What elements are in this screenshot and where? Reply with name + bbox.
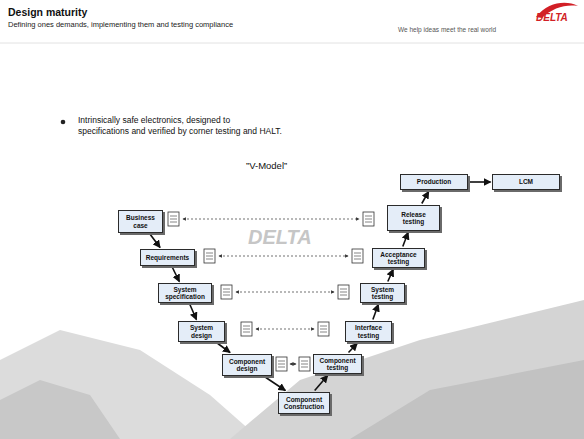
box-label: Requirements bbox=[146, 254, 189, 261]
box-label: System testing bbox=[364, 286, 401, 300]
slide-title: Design maturity bbox=[8, 6, 87, 18]
process-box: Component Construction bbox=[278, 392, 330, 414]
bullet-text: Intrinsically safe electronics, designed… bbox=[78, 115, 283, 137]
flow-arrow bbox=[373, 305, 378, 320]
process-box: System testing bbox=[360, 283, 405, 303]
box-label: System specification bbox=[162, 286, 208, 300]
slide-subtitle: Defining ones demands, implementing them… bbox=[8, 20, 233, 29]
box-label: Interface testing bbox=[349, 324, 388, 338]
box-label: Component Construction bbox=[282, 396, 326, 410]
box-label: Production bbox=[417, 178, 451, 185]
model-heading: ”V-Model” bbox=[246, 160, 287, 171]
logo-tagline: We help ideas meet the real world bbox=[398, 26, 496, 33]
flow-arrow bbox=[388, 270, 393, 282]
box-label: Acceptance testing bbox=[376, 251, 421, 265]
flow-arrow bbox=[315, 376, 328, 391]
photo-shape bbox=[0, 380, 120, 439]
watermark: DELTA bbox=[248, 226, 312, 249]
bullet-dot bbox=[61, 120, 66, 125]
process-box: Requirements bbox=[140, 249, 195, 266]
flow-arrow bbox=[422, 192, 429, 204]
box-label: LCM bbox=[519, 178, 533, 185]
flow-arrow bbox=[470, 181, 491, 183]
process-box: LCM bbox=[492, 174, 560, 190]
box-label: Component testing bbox=[317, 357, 358, 371]
process-box: System design bbox=[178, 321, 225, 342]
process-box: Acceptance testing bbox=[372, 248, 425, 268]
photo-shape bbox=[350, 360, 584, 439]
process-box: Component design bbox=[222, 354, 272, 376]
process-box: Production bbox=[400, 174, 468, 190]
process-box: Release testing bbox=[387, 205, 440, 231]
process-box: Business case bbox=[118, 210, 163, 233]
photo-shape bbox=[230, 300, 584, 439]
flow-arrow bbox=[266, 378, 286, 391]
process-box: Component testing bbox=[313, 354, 362, 374]
flow-arrow bbox=[172, 268, 179, 282]
photo-shape bbox=[0, 330, 260, 439]
logo-text: DELTA bbox=[536, 12, 568, 23]
box-label: Business case bbox=[122, 214, 159, 228]
flow-arrow bbox=[218, 344, 230, 353]
box-label: Component design bbox=[226, 358, 268, 372]
box-label: System design bbox=[182, 324, 221, 338]
box-label: Release testing bbox=[391, 211, 436, 225]
flow-arrow bbox=[349, 344, 358, 353]
header-rule bbox=[0, 43, 584, 44]
flow-arrow bbox=[403, 233, 408, 247]
process-box: Interface testing bbox=[345, 321, 392, 342]
flow-arrow bbox=[190, 305, 197, 320]
flow-arrow bbox=[150, 235, 160, 248]
process-box: System specification bbox=[158, 283, 212, 303]
